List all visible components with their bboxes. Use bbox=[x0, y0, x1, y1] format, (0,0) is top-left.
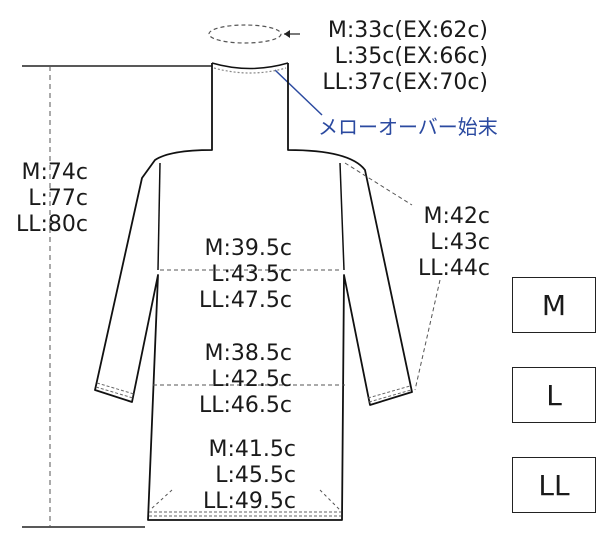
sleeve-measurement-m: M:42c bbox=[423, 204, 490, 229]
hem-measurement-l: L:45.5c bbox=[215, 463, 296, 488]
length-measurement-m: M:74c bbox=[21, 160, 88, 185]
neck-overlock bbox=[213, 67, 287, 74]
length-measurement-l: L:77c bbox=[28, 186, 88, 211]
right-armhole-seam bbox=[339, 162, 345, 271]
waist-measurement-m: M:38.5c bbox=[204, 341, 292, 366]
neck-arrow-head bbox=[284, 30, 290, 38]
note-pointer-line bbox=[274, 69, 323, 116]
hem-measurement-m: M:41.5c bbox=[208, 437, 296, 462]
sleeve-measurement-l: L:43c bbox=[430, 230, 490, 255]
chest-measurement-m: M:39.5c bbox=[204, 236, 292, 261]
sleeve-measurement-ll: LL:44c bbox=[417, 256, 490, 281]
hem-measurement-ll: LL:49.5c bbox=[202, 489, 296, 514]
chest-measurement-ll: LL:47.5c bbox=[198, 288, 292, 313]
neck-measurement-ll: LL:37c(EX:70c) bbox=[322, 70, 488, 95]
hem-dim-left bbox=[149, 489, 173, 511]
size-box-l: L bbox=[512, 367, 596, 423]
waist-measurement-ll: LL:46.5c bbox=[198, 393, 292, 418]
right-cuff-stitch-2 bbox=[368, 389, 412, 403]
neck-opening-ellipse bbox=[208, 24, 282, 44]
right-cuff-stitch-1 bbox=[367, 385, 411, 399]
sleeve-dim-upper bbox=[344, 162, 413, 206]
left-cuff-stitch-1 bbox=[96, 382, 135, 395]
neck-rib bbox=[211, 62, 289, 70]
garment-outline bbox=[94, 63, 413, 521]
neck-measurement-m: M:33c(EX:62c) bbox=[327, 18, 488, 43]
left-cuff-stitch-2 bbox=[95, 386, 134, 399]
chest-measurement-l: L:43.5c bbox=[211, 262, 292, 287]
sleeve-dim-lower bbox=[414, 279, 441, 391]
size-box-m: M bbox=[512, 277, 596, 333]
neck-finish-note: メローオーバー始末 bbox=[318, 115, 498, 139]
size-box-ll: LL bbox=[512, 457, 596, 513]
left-armhole-seam bbox=[157, 162, 161, 271]
length-measurement-ll: LL:80c bbox=[15, 212, 88, 237]
waist-measurement-l: L:42.5c bbox=[211, 367, 292, 392]
neck-measurement-l: L:35c(EX:66c) bbox=[334, 44, 488, 69]
hem-dim-right bbox=[319, 489, 341, 511]
